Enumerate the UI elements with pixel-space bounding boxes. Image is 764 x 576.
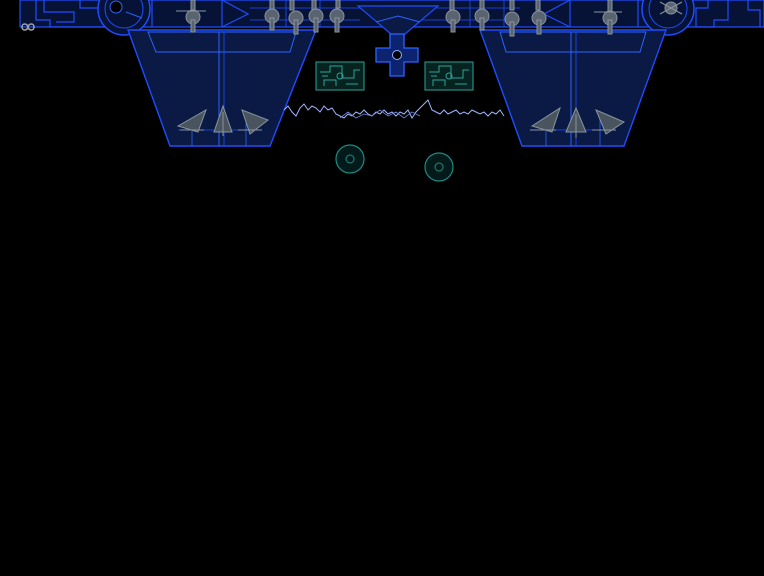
turret [288,0,304,35]
drone-pod[interactable] [335,144,365,174]
turret [659,1,683,15]
escort-fighter [592,109,626,135]
turret-row [176,0,683,37]
escort-fighter [213,104,233,136]
boss-core [356,5,440,77]
escort-fighter [238,109,270,135]
lives-indicator: ∞ [17,19,39,35]
escort-fighter [530,106,561,133]
turret [308,0,324,33]
escort-fighter [565,106,587,138]
turret [504,0,520,37]
turret [264,0,280,31]
circuit-panel-left [315,61,365,91]
turret [329,0,345,33]
turret [594,0,622,35]
escort-fighter [176,108,207,133]
infinity-icon [21,23,35,31]
turret [176,0,206,33]
circuit-panel-right [424,61,474,91]
turret [445,0,461,33]
energy-beam-trace [339,109,421,119]
hull-port-right [641,0,695,36]
escort-fighters-right [530,106,626,138]
hull-port-left [97,0,151,36]
energy-beam [283,99,505,119]
turret [474,0,490,31]
drone-pod[interactable] [424,152,454,182]
escort-fighters-left [176,104,270,136]
turret [531,0,547,35]
